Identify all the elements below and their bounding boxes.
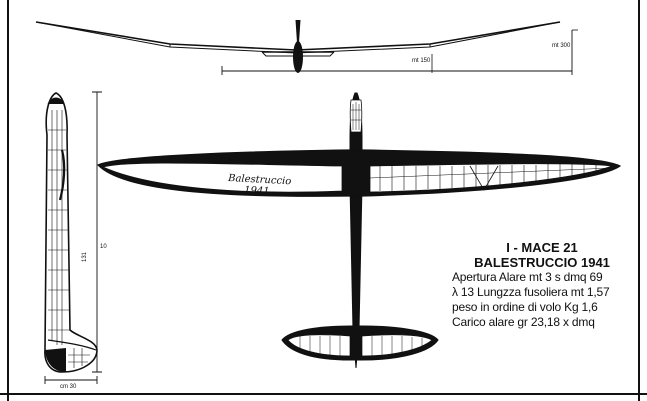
- wing-script-line1: Balestruccio: [227, 173, 292, 187]
- side-bottom-mark: cm 30: [60, 384, 77, 390]
- bottom-border: [0, 393, 647, 395]
- front-view: [35, 19, 578, 75]
- right-border: [638, 0, 640, 401]
- left-border: [7, 0, 9, 401]
- wing-script-label: Balestruccio 1941: [227, 173, 292, 197]
- spec-line-wingspan: Apertura Alare mt 3 s dmq 69: [452, 270, 603, 284]
- spec-line-wing-loading: Carico alare gr 23,18 x dmq: [452, 315, 595, 329]
- side-length-mark: 131: [82, 251, 88, 262]
- wing-script-line2: 1941: [244, 185, 270, 197]
- side-view-dimension-labels: 10 131 cm 30: [60, 244, 107, 390]
- specifications-block: I - MACE 21 BALESTRUCCIO 1941 Apertura A…: [452, 240, 642, 330]
- dim-label-a: mt 300: [552, 43, 571, 49]
- dim-label-b: mt 150: [412, 58, 431, 64]
- registration-code: I - MACE 21: [506, 240, 578, 255]
- model-name: BALESTRUCCIO 1941: [474, 255, 610, 270]
- side-height-mark: 10: [100, 244, 107, 250]
- spec-line-flight-weight: peso in ordine di volo Kg 1,6: [452, 300, 598, 314]
- top-view: [97, 92, 622, 369]
- front-view-dimension-labels: mt 300 mt 150: [412, 43, 571, 64]
- side-view: [44, 91, 102, 384]
- spec-line-fuselage-length: λ 13 Lungzza fusoliera mt 1,57: [452, 285, 610, 299]
